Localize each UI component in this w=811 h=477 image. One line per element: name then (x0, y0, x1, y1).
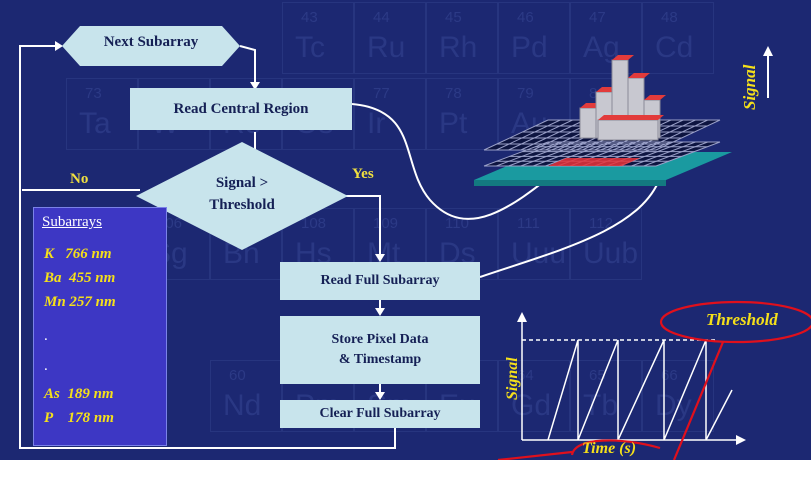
subarray-item: Ba 455 nm (44, 270, 116, 286)
sawtooth-trace (547, 339, 707, 441)
subarrays-panel: Subarrays K 766 nm Ba 455 nm Mn 257 nm .… (33, 207, 167, 446)
full-to-sensor-curve (479, 177, 661, 278)
element-symbol: Pt (439, 107, 468, 140)
yes-label: Yes (352, 166, 374, 182)
decision-line-2: Threshold (209, 197, 275, 213)
annotation-line (497, 450, 573, 460)
element-symbol: Ag (583, 31, 620, 64)
annotation-line (672, 341, 725, 460)
decision-diamond (136, 142, 348, 250)
store-pixel-data-box: Store Pixel Data & Timestamp (280, 316, 480, 384)
subarrays-title: Subarrays (42, 214, 102, 230)
sensor-signal-label: Signal (740, 64, 759, 110)
next-subarray-shape (62, 26, 240, 66)
element-number: 79 (517, 85, 534, 102)
element-number: 66 (661, 367, 678, 384)
read-full-subarray-label: Read Full Subarray (320, 273, 440, 288)
red-annotation (497, 300, 811, 460)
decision-label: Signal > Threshold (186, 172, 298, 216)
subarray-item: K 766 nm (44, 246, 112, 262)
store-line-1: Store Pixel Data (331, 332, 429, 347)
no-label: No (70, 171, 89, 187)
decision-line-1: Signal > (215, 175, 269, 191)
graph-signal-label: Signal (504, 357, 521, 400)
element-number: 47 (589, 9, 606, 26)
subarray-item: As 189 nm (44, 386, 114, 402)
ellipsis-dot: . (44, 328, 48, 344)
read-central-region-box: Read Central Region (130, 88, 352, 130)
sensor-illustration (474, 46, 773, 186)
element-symbol: Uub (583, 237, 639, 270)
element-symbol: Tb (583, 389, 619, 422)
element-number: 45 (445, 9, 462, 26)
read-central-region-label: Read Central Region (173, 100, 309, 117)
element-number: 64 (517, 367, 534, 384)
element-symbol: Tc (295, 31, 325, 64)
element-number: 78 (445, 85, 462, 102)
yes-branch-line (335, 195, 381, 258)
next-to-read-line (239, 45, 256, 86)
subarray-item: P 178 nm (44, 410, 114, 426)
threshold-ellipse (659, 300, 811, 344)
element-symbol: Ru (367, 31, 406, 64)
flowchart-lines (19, 26, 811, 460)
element-number: 108 (301, 215, 327, 232)
clear-full-subarray-label: Clear Full Subarray (319, 406, 441, 421)
threshold-label: Threshold (706, 310, 778, 329)
element-number: 111 (517, 215, 540, 232)
element-number: 43 (301, 9, 318, 26)
element-symbol: Cd (655, 31, 694, 64)
element-number: 46 (517, 9, 534, 26)
read-full-subarray-box: Read Full Subarray (280, 262, 480, 300)
clear-full-subarray-box: Clear Full Subarray (280, 400, 480, 428)
store-line-2: & Timestamp (338, 352, 422, 367)
element-number: 77 (373, 85, 390, 102)
arrowhead (375, 308, 385, 316)
element-symbol: Rh (439, 31, 478, 64)
element-symbol: Gd (511, 389, 552, 422)
arrowhead (375, 392, 385, 400)
element-number: 48 (661, 9, 678, 26)
element-symbol: Ta (79, 107, 111, 140)
ellipsis-dot: . (44, 358, 48, 374)
element-number: 73 (85, 85, 102, 102)
sawtooth-tail (705, 389, 733, 441)
element-symbol: Pd (511, 31, 548, 64)
element-number: 112 (589, 215, 613, 232)
signal-time-graph (517, 312, 746, 445)
subarray-item: Mn 257 nm (44, 294, 116, 310)
time-label: Time (s) (582, 440, 637, 457)
arrowhead (250, 82, 260, 90)
slide-background: 43Tc44Ru45Rh46Pd47Ag48Cd73Ta74W75Re76Os7… (0, 0, 811, 460)
arrowhead (55, 41, 63, 51)
element-number: 60 (229, 367, 246, 384)
central-to-sensor-curve (351, 103, 566, 220)
next-subarray-label: Next Subarray (103, 34, 199, 50)
element-symbol: Ir (367, 107, 386, 140)
time-ellipse-arc (570, 439, 661, 456)
element-number: 44 (373, 9, 390, 26)
element-symbol: Nd (223, 389, 262, 422)
arrowhead (375, 254, 385, 262)
loop-back-line (19, 45, 396, 449)
